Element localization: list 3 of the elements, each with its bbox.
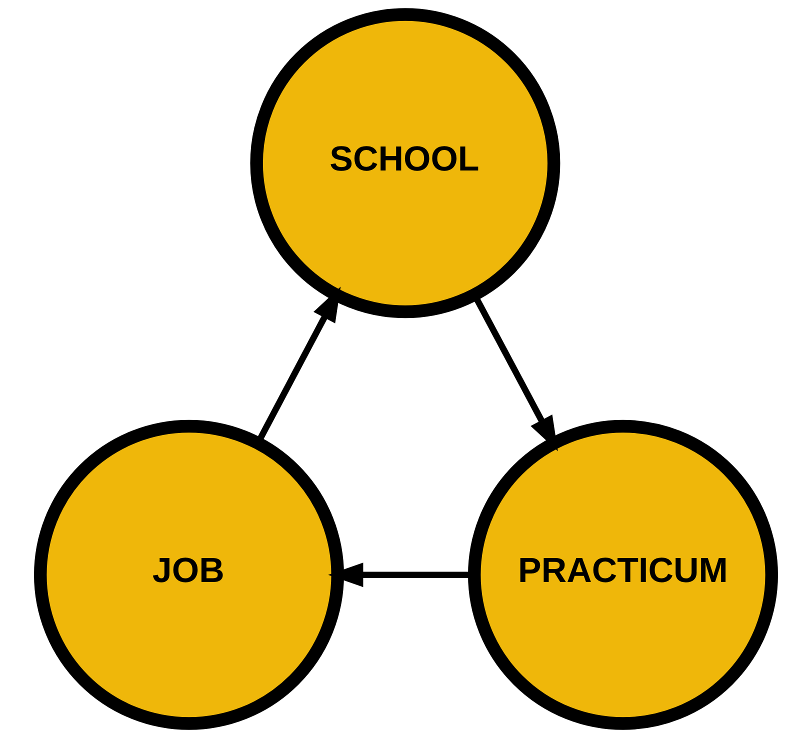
node-circle: JOB <box>34 420 344 730</box>
node-circle: PRACTICUM <box>468 420 778 730</box>
node-circle: SCHOOL <box>250 8 560 318</box>
